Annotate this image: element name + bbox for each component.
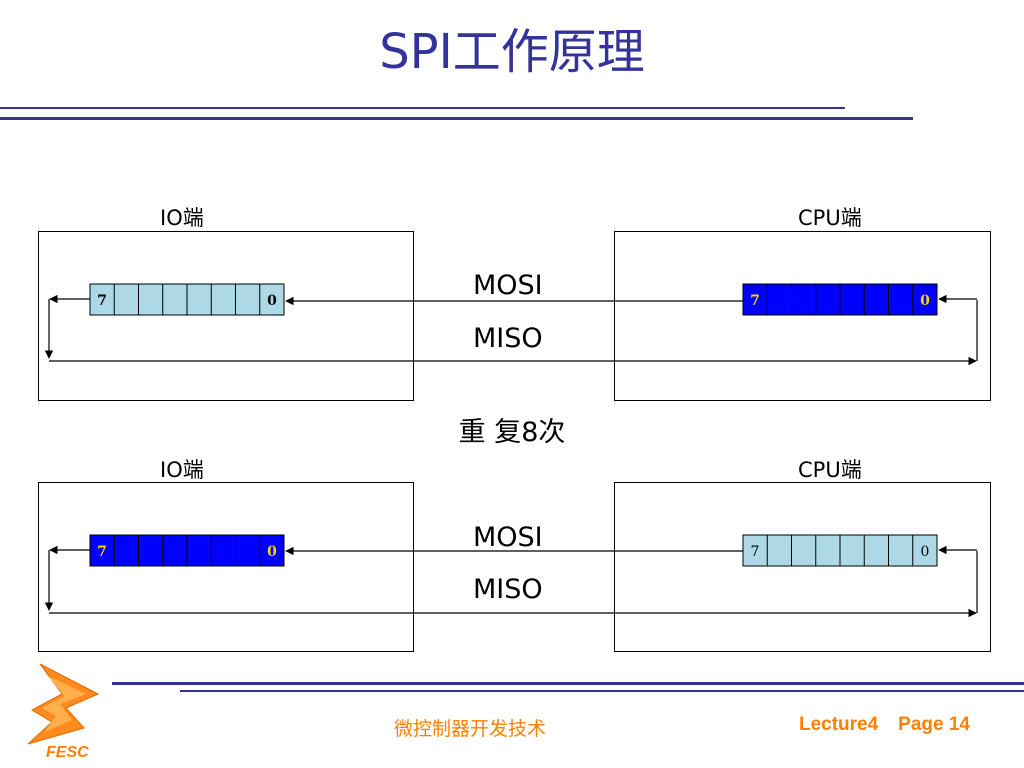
- top-cpu-register-bit-first: 7: [750, 293, 760, 309]
- title-divider-top: [0, 107, 845, 109]
- footer-page: Page 14: [898, 714, 970, 735]
- bottom-mosi-label: MOSI: [473, 522, 543, 553]
- fesc-logo-text: FESC: [46, 744, 89, 761]
- top-cpu-box: [614, 231, 991, 401]
- top-io-label: IO端: [160, 206, 204, 230]
- footer-course: 微控制器开发技术: [393, 718, 546, 740]
- bottom-io-register-bit-first: 7: [97, 544, 107, 560]
- footer-lecture-page: Lecture4 Page 14: [799, 714, 970, 736]
- top-cpu-register-bit-last: 0: [920, 293, 930, 309]
- page-title: SPI工作原理: [379, 24, 645, 80]
- bottom-miso-label: MISO: [473, 574, 543, 605]
- bottom-cpu-box: [614, 482, 991, 652]
- fesc-logo-icon: [27, 663, 100, 745]
- top-io-register: 7 0: [89, 283, 285, 316]
- bottom-cpu-register-bit-first: 7: [751, 544, 760, 560]
- top-cpu-register: 7 0: [742, 283, 938, 316]
- bottom-cpu-label: CPU端: [798, 458, 862, 482]
- bottom-io-label: IO端: [160, 458, 204, 482]
- top-io-register-bit-first: 7: [97, 293, 107, 309]
- footer-lecture: Lecture4: [798, 714, 879, 735]
- repeat-text: 重 复8次: [458, 417, 566, 448]
- top-cpu-label: CPU端: [798, 206, 862, 230]
- top-miso-label: MISO: [473, 323, 543, 354]
- footer-line-top: [112, 682, 1024, 685]
- bottom-io-register: 7 0: [89, 534, 285, 567]
- bottom-cpu-register: 7 0: [742, 534, 938, 567]
- top-io-box: [38, 231, 414, 401]
- top-io-register-bit-last: 0: [267, 293, 277, 309]
- top-mosi-label: MOSI: [473, 270, 543, 301]
- bottom-io-register-bit-last: 0: [267, 544, 277, 560]
- bottom-io-box: [38, 482, 414, 652]
- bottom-cpu-register-bit-last: 0: [921, 544, 930, 560]
- footer-line-bottom: [180, 690, 1024, 692]
- title-divider-bottom: [0, 117, 913, 120]
